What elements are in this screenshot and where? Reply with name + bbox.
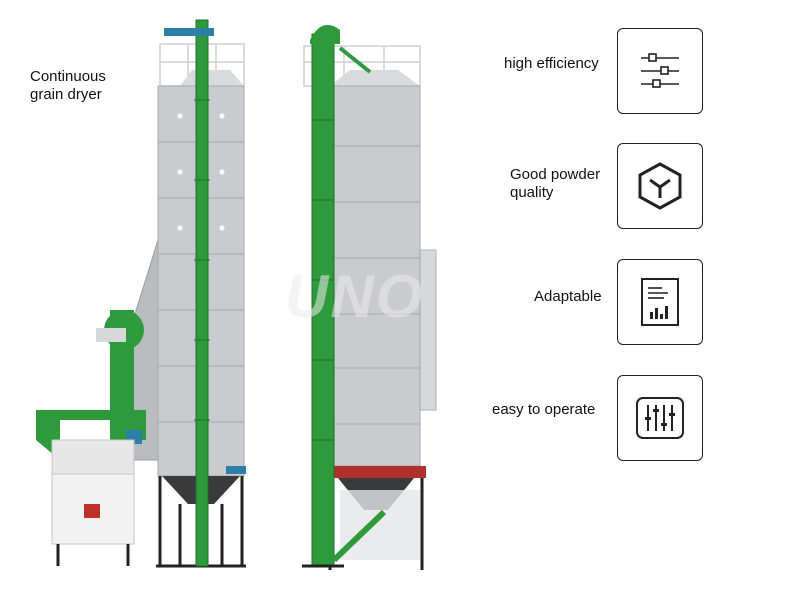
feature-box-easy-to-operate [617, 375, 703, 461]
feature-box-adaptable [617, 259, 703, 345]
product-caption: Continuous grain dryer [30, 68, 106, 104]
report-chart-icon [641, 278, 679, 326]
control-panel-icon [636, 397, 684, 439]
feature-label-powder-quality-line-2: quality [510, 184, 554, 201]
feature-label-adaptable: Adaptable [534, 288, 602, 305]
right-dryer-tower [302, 24, 437, 570]
feature-label-high-efficiency: high efficiency [504, 55, 599, 72]
sliders-horizontal-icon [641, 53, 679, 88]
feature-box-powder-quality [617, 143, 703, 229]
cube-icon [638, 162, 682, 210]
grain-dryer-illustration [36, 19, 437, 570]
feature-label-powder-quality-line-1: Good powder [510, 166, 601, 183]
feature-box-high-efficiency [617, 28, 703, 114]
feature-label-powder-quality: Good powder quality [510, 166, 600, 202]
caption-line-1: Continuous [30, 68, 106, 85]
feature-label-easy-to-operate: easy to operate [492, 401, 596, 418]
caption-line-2: grain dryer [30, 86, 102, 103]
left-dryer-tower [36, 19, 246, 568]
